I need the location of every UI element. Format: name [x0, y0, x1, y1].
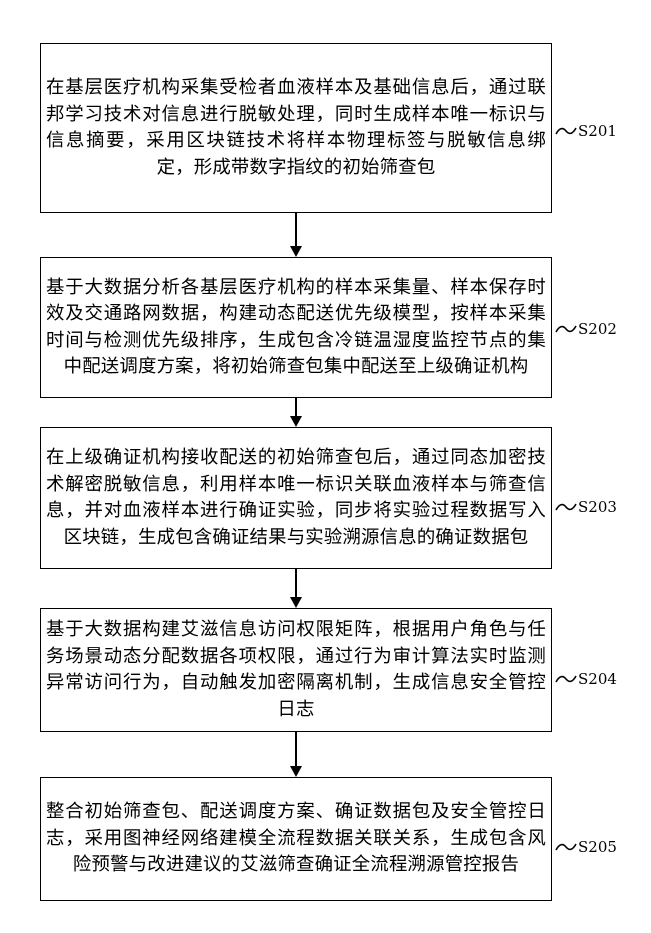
step-box-s204: 基于大数据构建艾滋信息访问权限矩阵，根据用户角色与任务场景动态分配数据各项权限，… — [40, 608, 552, 732]
step-text-s204: 基于大数据构建艾滋信息访问权限矩阵，根据用户角色与任务场景动态分配数据各项权限，… — [46, 617, 546, 723]
arrowhead-s203-s204 — [290, 597, 302, 608]
leader-s204 — [556, 676, 576, 682]
step-text-s203: 在上级确证机构接收配送的初始筛查包后，通过同态加密技术解密脱敏信息，利用样本唯一… — [46, 445, 546, 551]
step-box-s201: 在基层医疗机构采集受检者血液样本及基础信息后，通过联邦学习技术对信息进行脱敏处理… — [40, 43, 552, 213]
step-label-s205: S205 — [578, 838, 617, 856]
step-box-s205: 整合初始筛查包、配送调度方案、确证数据包及安全管控日志，采用图神经网络建模全流程… — [40, 777, 552, 901]
arrowhead-s204-s205 — [290, 766, 302, 777]
step-label-s202: S202 — [578, 320, 617, 338]
step-label-s203: S203 — [578, 498, 617, 516]
arrowhead-s201-s202 — [290, 246, 302, 257]
step-box-s203: 在上级确证机构接收配送的初始筛查包后，通过同态加密技术解密脱敏信息，利用样本唯一… — [40, 427, 552, 569]
step-box-s202: 基于大数据分析各基层医疗机构的样本采集量、样本保存时效及交通路网数据，构建动态配… — [40, 257, 552, 398]
arrowhead-s202-s203 — [290, 416, 302, 427]
step-label-s204: S204 — [578, 670, 617, 688]
leader-s203 — [556, 504, 576, 510]
leader-s205 — [556, 844, 576, 850]
step-label-s201: S201 — [578, 122, 617, 140]
step-text-s201: 在基层医疗机构采集受检者血液样本及基础信息后，通过联邦学习技术对信息进行脱敏处理… — [46, 75, 546, 181]
leader-s202 — [556, 326, 576, 332]
leader-s201 — [556, 128, 576, 134]
step-text-s202: 基于大数据分析各基层医疗机构的样本采集量、样本保存时效及交通路网数据，构建动态配… — [46, 275, 546, 381]
step-text-s205: 整合初始筛查包、配送调度方案、确证数据包及安全管控日志，采用图神经网络建模全流程… — [46, 799, 546, 879]
